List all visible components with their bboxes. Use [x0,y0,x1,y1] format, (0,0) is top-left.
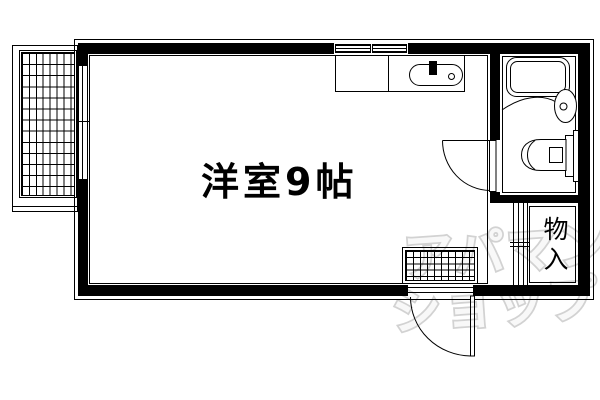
bathtub [506,57,570,97]
entrance-sill-line [408,292,473,293]
watermark-logo: アパマン ショップ [386,214,600,344]
bath-counter-curve [501,96,557,111]
genkan-tile-grid [405,250,475,281]
balcony-grid [21,52,75,196]
wall-right [578,43,590,296]
balcony [12,45,78,212]
closet-outline [529,206,576,283]
closet-door-line [527,203,528,287]
bathroom-door-arc [442,140,491,191]
entrance-door-arc [410,296,471,357]
closet-label: 物入 [540,216,569,276]
balcony-grid-frame [19,50,77,198]
closet-door-tick [510,246,530,247]
kitchen-window [335,44,371,53]
entrance-opening [408,285,473,296]
kitchen-window-opening [334,43,408,54]
balcony-window-rail [87,66,88,179]
closet-door-line [513,203,514,287]
kitchen-drain [448,73,455,80]
balcony-window-latch [76,121,90,122]
entrance-door-leaf [470,295,475,357]
wall-bathroom-left [490,43,500,203]
entrance-sill-line [408,287,473,288]
wall-bottom [78,285,590,296]
balcony-window [78,66,88,179]
balcony-window-rail [82,66,83,179]
toilet-tank [565,135,574,177]
toilet-hinge [549,147,563,163]
kitchen-faucet [429,61,437,75]
bathroom-door-leaf [489,140,497,192]
main-room-label: 洋室9帖 [201,160,358,204]
watermark-line2: ショップ [388,268,600,344]
closet-door-line [523,203,524,287]
balcony-edge-line [12,206,78,207]
toilet-seat-line [526,140,536,170]
bathtub-inner [510,61,566,93]
wall-bathroom-bottom [490,195,578,203]
toilet-backrest [573,130,579,182]
bathroom-outline [502,56,576,193]
basin-faucet [559,102,568,111]
closet-door-tick [510,242,530,243]
kitchen-window [372,44,407,53]
main-room-outline [89,55,488,284]
balcony-window-rail [78,66,79,179]
closet-door-line [518,203,519,287]
kitchen-counter-divider [388,55,389,92]
